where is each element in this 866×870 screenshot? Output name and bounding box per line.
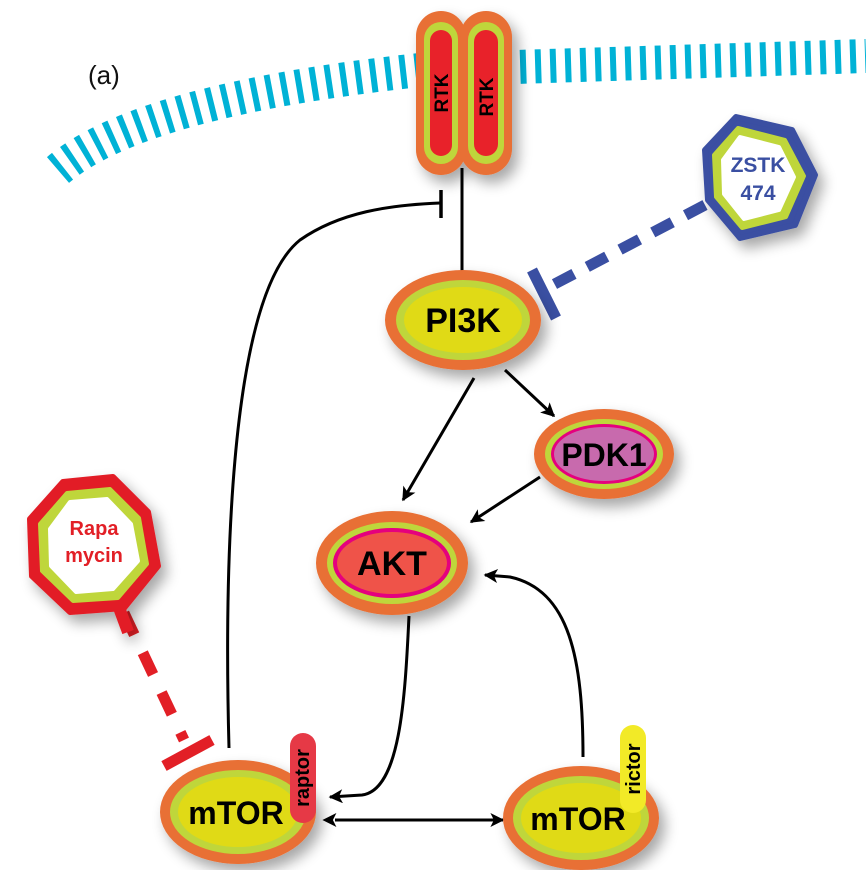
edge-pi3k-to-akt	[401, 377, 476, 502]
drug-zstk474-label-line1: ZSTK	[731, 154, 786, 177]
drug-zstk474-label-line2: 474	[740, 182, 775, 205]
raptor-subunit[interactable]	[290, 733, 316, 823]
edge-akt-to-mtorc1	[328, 615, 411, 804]
edge-zstk474-inhibits-pi3k	[544, 200, 708, 293]
node-pi3k-label: PI3K	[425, 302, 501, 340]
edge-rapamycin-bar	[161, 735, 215, 771]
rtk-label-1: RTK	[432, 73, 453, 112]
rictor-subunit[interactable]	[620, 725, 646, 813]
rictor-label: rictor	[623, 743, 645, 794]
node-akt-label: AKT	[357, 545, 427, 583]
rtk-receptor-1[interactable]	[416, 11, 466, 175]
edge-pdk1-to-akt	[469, 475, 541, 524]
drug-zstk474[interactable]	[702, 114, 818, 241]
rtk-dimer	[416, 11, 512, 175]
drug-rapamycin[interactable]	[27, 474, 161, 635]
edge-zstk474-bar	[527, 267, 561, 321]
edge-mtorc1-inhibits-rtk	[226, 201, 441, 749]
raptor-label: raptor	[292, 749, 314, 807]
node-pdk1-label: PDK1	[561, 437, 646, 473]
rtk-label-2: RTK	[477, 77, 498, 116]
node-pi3k[interactable]	[385, 270, 541, 370]
edge-mtorc2-to-akt	[483, 569, 585, 758]
edge-rapamycin-inhibits-mtorc1	[119, 610, 189, 743]
drug-rapamycin-label-line2: mycin	[65, 545, 123, 567]
node-akt[interactable]	[316, 511, 468, 615]
edge-pi3k-to-pdk1	[503, 368, 556, 418]
cell-membrane	[46, 39, 866, 184]
node-mtorc1-label: mTOR	[188, 795, 283, 831]
rtk-receptor-2[interactable]	[460, 11, 512, 175]
edges	[226, 168, 585, 827]
node-pdk1[interactable]	[534, 409, 674, 499]
panel-label: (a)	[88, 60, 120, 90]
drug-rapamycin-label-line1: Rapa	[70, 518, 120, 540]
drug-edges	[119, 200, 708, 771]
node-mtorc1[interactable]	[160, 760, 316, 864]
node-mtorc2-label: mTOR	[530, 801, 625, 837]
